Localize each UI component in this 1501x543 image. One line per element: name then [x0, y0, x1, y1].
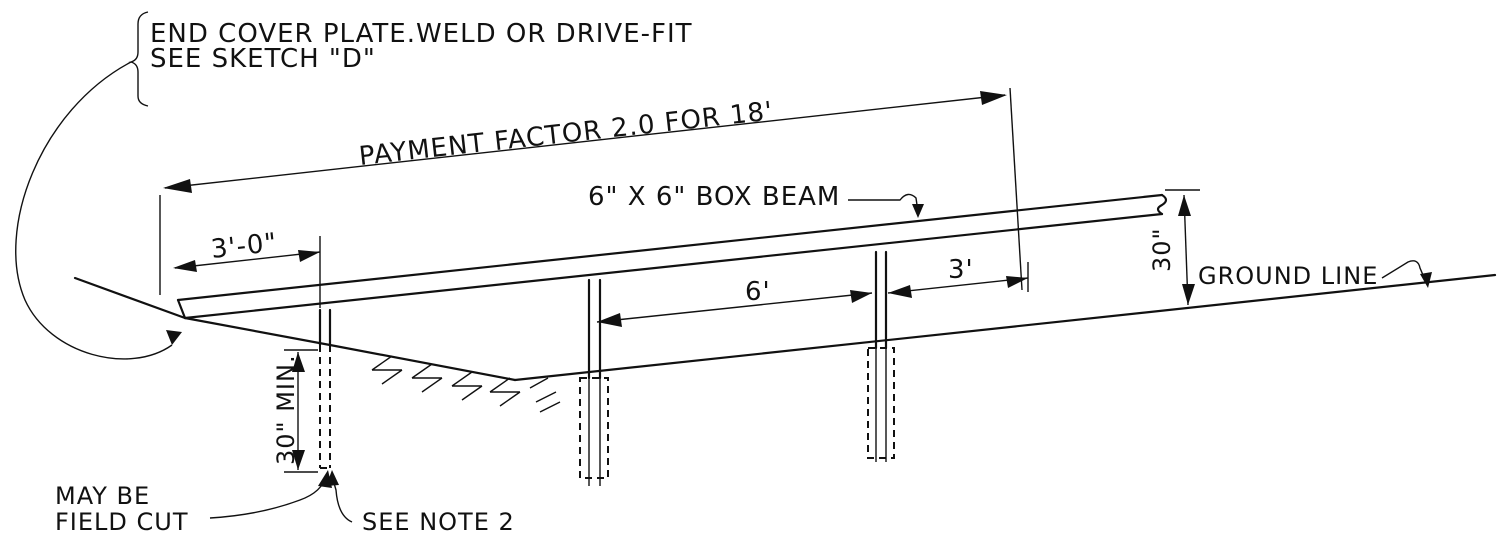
callout-brace [128, 11, 149, 107]
dim-3ft-label: 3' [948, 255, 974, 285]
field-cut-note: MAY BE FIELD CUT [55, 470, 332, 536]
post-3 [867, 250, 895, 462]
ground-profile: GROUND LINE [73, 260, 1497, 413]
beam-break-symbol [1156, 193, 1168, 216]
dimension-30in: 30" [1148, 189, 1200, 306]
dimension-3ft: 3' [887, 255, 1029, 298]
dim-30in-label: 30" [1148, 227, 1176, 272]
see-sketch-label: SEE SKETCH "D" [150, 44, 376, 74]
ground-line-main [513, 273, 1497, 382]
dim-3ft-0in-label: 3'-0" [209, 228, 278, 265]
ground-ditch-slope [328, 343, 517, 382]
box-beam-label: 6" X 6" BOX BEAM [588, 182, 840, 212]
beam-end-cap [176, 298, 187, 320]
ground-line-leader [1381, 260, 1427, 283]
dim-6ft-label: 6' [745, 277, 771, 307]
dimension-6ft: 6' [596, 277, 873, 327]
ground-line-leader-arrow [1420, 272, 1432, 288]
slope-hatching [371, 355, 561, 413]
dimension-30in-min: 30" MIN. [272, 349, 318, 473]
see-note-2-label: SEE NOTE 2 [362, 508, 515, 536]
end-cover-plate-label: END COVER PLATE.WELD OR DRIVE-FIT [150, 19, 693, 49]
beam-top-edge [176, 193, 1164, 302]
field-cut-leader [209, 475, 327, 519]
box-beam: 6" X 6" BOX BEAM [176, 182, 1168, 320]
dimension-3ft-0in: 3'-0" [173, 228, 321, 308]
field-cut-label: FIELD CUT [55, 508, 189, 536]
ground-left-upper [73, 276, 187, 320]
callout-leader-arrow [166, 330, 182, 345]
see-note-leader [331, 475, 353, 523]
see-note-2-callout: SEE NOTE 2 [326, 470, 515, 536]
end-cover-plate-callout: END COVER PLATE.WELD OR DRIVE-FIT SEE SK… [15, 11, 693, 360]
box-beam-leader [848, 193, 919, 213]
box-beam-leader-arrow [912, 204, 924, 218]
post-2 [579, 278, 609, 486]
dim-30in-min-label: 30" MIN. [272, 354, 300, 465]
payment-dimension-line [164, 94, 1006, 189]
ground-line-label: GROUND LINE [1198, 262, 1378, 290]
may-be-label: MAY BE [55, 482, 150, 510]
payment-arrow-right [980, 91, 1007, 105]
ground-left-slope [183, 316, 332, 347]
payment-arrow-left [163, 179, 192, 193]
beam-bottom-edge [183, 212, 1164, 320]
payment-extension-right [1009, 87, 1023, 291]
callout-leader [15, 61, 173, 360]
payment-factor-label: PAYMENT FACTOR 2.0 FOR 18' [357, 96, 774, 172]
post-1 [318, 308, 332, 469]
